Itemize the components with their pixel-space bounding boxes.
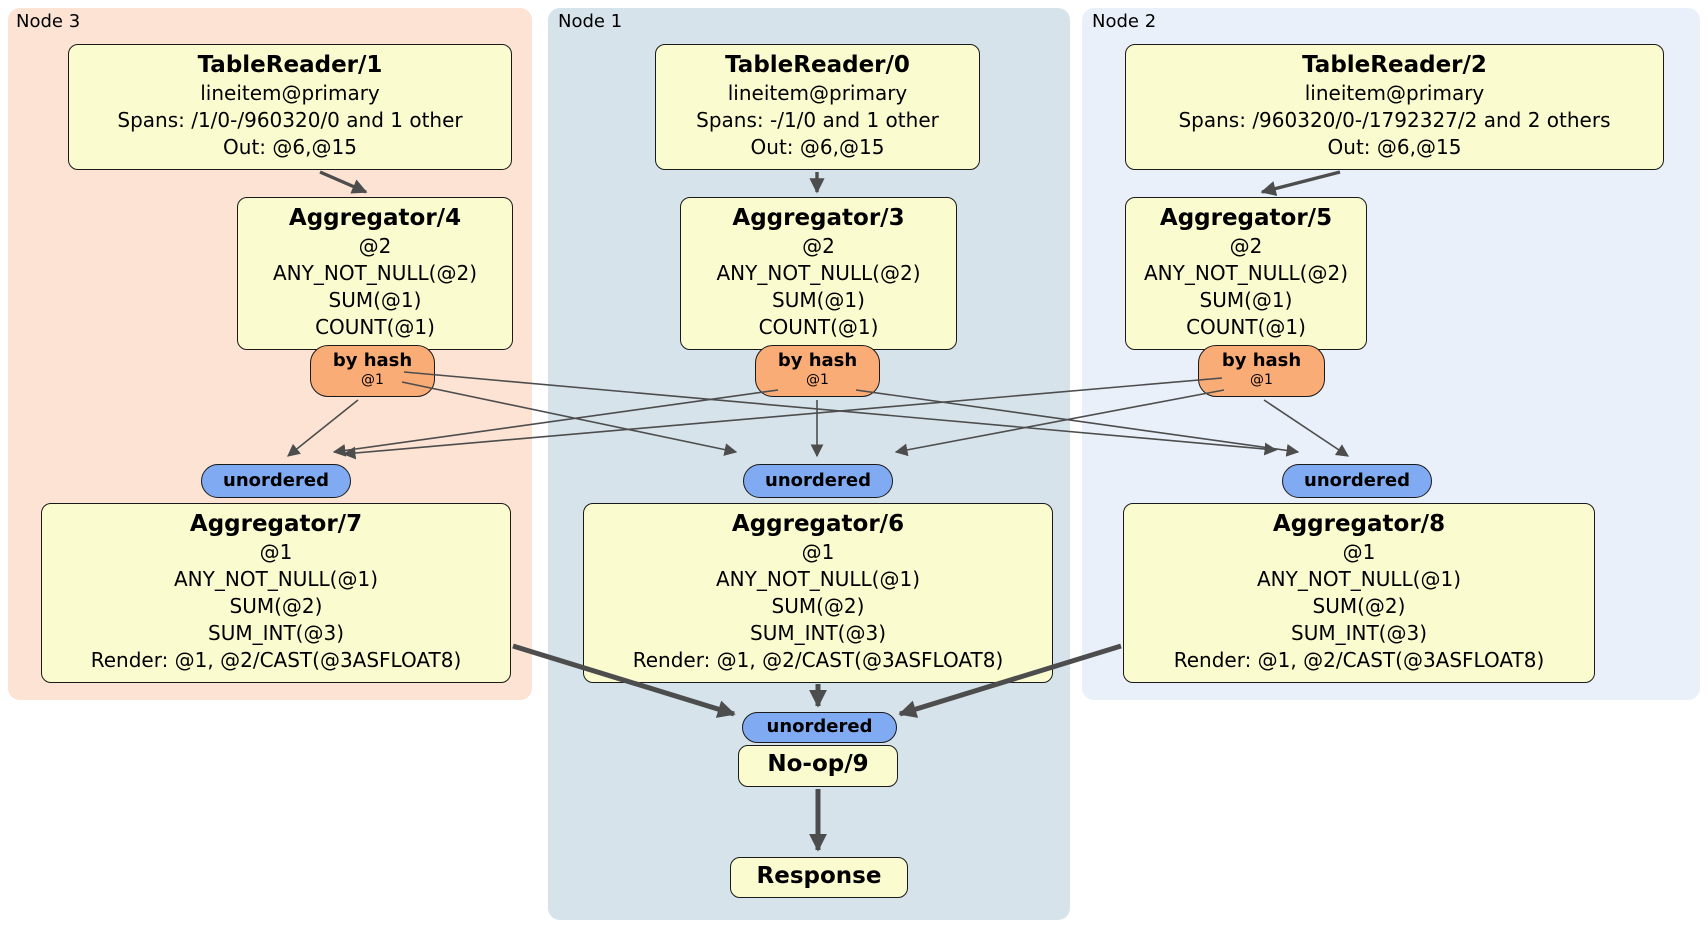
router-hash-cols: @1 — [361, 372, 384, 388]
agg-group-cols: @2 — [358, 234, 392, 258]
agg-fn: ANY_NOT_NULL(@1) — [716, 567, 920, 591]
agg-group-cols: @1 — [1342, 540, 1376, 564]
processor-aggregator-8: Aggregator/8 @1 ANY_NOT_NULL(@1) SUM(@2)… — [1123, 503, 1595, 683]
processor-out: Out: @6,@15 — [750, 135, 885, 159]
processor-title: Aggregator/5 — [1159, 205, 1333, 231]
processor-spans: Spans: /960320/0-/1792327/2 and 2 others — [1178, 108, 1611, 132]
processor-index: lineitem@primary — [1304, 81, 1485, 105]
processor-response: Response — [730, 857, 908, 898]
stream-unordered-noop: unordered — [742, 712, 897, 743]
router-hash-cols: @1 — [1250, 372, 1273, 388]
router-label: by hash — [777, 350, 858, 371]
agg-fn: SUM(@2) — [771, 594, 865, 618]
agg-fn: ANY_NOT_NULL(@2) — [273, 261, 477, 285]
agg-fn: SUM(@2) — [229, 594, 323, 618]
region-label-node3: Node 3 — [16, 11, 81, 32]
processor-spans: Spans: -/1/0 and 1 other — [696, 108, 939, 132]
processor-title: Aggregator/6 — [731, 511, 905, 537]
stream-unordered-agg7: unordered — [201, 464, 351, 498]
processor-title: TableReader/1 — [197, 52, 383, 78]
agg-fn: COUNT(@1) — [758, 315, 879, 339]
processor-title: Aggregator/3 — [732, 205, 905, 231]
processor-index: lineitem@primary — [200, 81, 380, 105]
router-by-hash-agg3: by hash @1 — [755, 345, 880, 397]
processor-title: Aggregator/4 — [288, 205, 462, 231]
agg-fn: SUM(@1) — [328, 288, 422, 312]
agg-group-cols: @1 — [801, 540, 835, 564]
agg-render: Render: @1, @2/CAST(@3ASFLOAT8) — [90, 648, 462, 672]
router-label: by hash — [332, 350, 413, 371]
agg-fn: SUM_INT(@3) — [1291, 621, 1427, 645]
router-by-hash-agg5: by hash @1 — [1198, 345, 1325, 397]
processor-title: Aggregator/8 — [1272, 511, 1446, 537]
agg-fn: SUM(@1) — [1199, 288, 1293, 312]
processor-index: lineitem@primary — [727, 81, 908, 105]
processor-title: TableReader/0 — [725, 52, 910, 78]
agg-group-cols: @2 — [802, 234, 835, 258]
agg-fn: SUM(@2) — [1312, 594, 1406, 618]
agg-fn: COUNT(@1) — [1186, 315, 1306, 339]
processor-out: Out: @6,@15 — [223, 135, 357, 159]
processor-aggregator-3: Aggregator/3 @2 ANY_NOT_NULL(@2) SUM(@1)… — [680, 197, 957, 350]
agg-fn: SUM_INT(@3) — [750, 621, 886, 645]
agg-group-cols: @2 — [1229, 234, 1263, 258]
processor-aggregator-5: Aggregator/5 @2 ANY_NOT_NULL(@2) SUM(@1)… — [1125, 197, 1367, 350]
agg-fn: SUM(@1) — [772, 288, 865, 312]
processor-aggregator-6: Aggregator/6 @1 ANY_NOT_NULL(@1) SUM(@2)… — [583, 503, 1053, 683]
agg-fn: ANY_NOT_NULL(@2) — [716, 261, 921, 285]
processor-title: Aggregator/7 — [189, 511, 363, 537]
processor-noop-9: No-op/9 — [738, 745, 898, 787]
processor-title: No-op/9 — [767, 751, 869, 777]
agg-fn: COUNT(@1) — [315, 315, 435, 339]
agg-fn: SUM_INT(@3) — [208, 621, 344, 645]
agg-render: Render: @1, @2/CAST(@3ASFLOAT8) — [632, 648, 1004, 672]
agg-group-cols: @1 — [259, 540, 293, 564]
processor-title: TableReader/2 — [1302, 52, 1487, 78]
processor-title: Response — [756, 863, 882, 889]
processor-aggregator-7: Aggregator/7 @1 ANY_NOT_NULL(@1) SUM(@2)… — [41, 503, 511, 683]
processor-out: Out: @6,@15 — [1327, 135, 1462, 159]
agg-fn: ANY_NOT_NULL(@1) — [1257, 567, 1461, 591]
router-label: by hash — [1221, 350, 1302, 371]
stream-unordered-agg6: unordered — [743, 464, 893, 498]
agg-fn: ANY_NOT_NULL(@2) — [1144, 261, 1348, 285]
processor-tablereader-1: TableReader/1 lineitem@primary Spans: /1… — [68, 44, 512, 170]
router-hash-cols: @1 — [806, 372, 829, 388]
agg-fn: ANY_NOT_NULL(@1) — [174, 567, 378, 591]
processor-aggregator-4: Aggregator/4 @2 ANY_NOT_NULL(@2) SUM(@1)… — [237, 197, 513, 350]
processor-tablereader-2: TableReader/2 lineitem@primary Spans: /9… — [1125, 44, 1664, 170]
processor-tablereader-0: TableReader/0 lineitem@primary Spans: -/… — [655, 44, 980, 170]
stream-unordered-agg8: unordered — [1282, 464, 1432, 498]
region-label-node2: Node 2 — [1092, 11, 1157, 32]
region-label-node1: Node 1 — [558, 11, 623, 32]
router-by-hash-agg4: by hash @1 — [310, 345, 435, 397]
agg-render: Render: @1, @2/CAST(@3ASFLOAT8) — [1173, 648, 1545, 672]
processor-spans: Spans: /1/0-/960320/0 and 1 other — [117, 108, 463, 132]
